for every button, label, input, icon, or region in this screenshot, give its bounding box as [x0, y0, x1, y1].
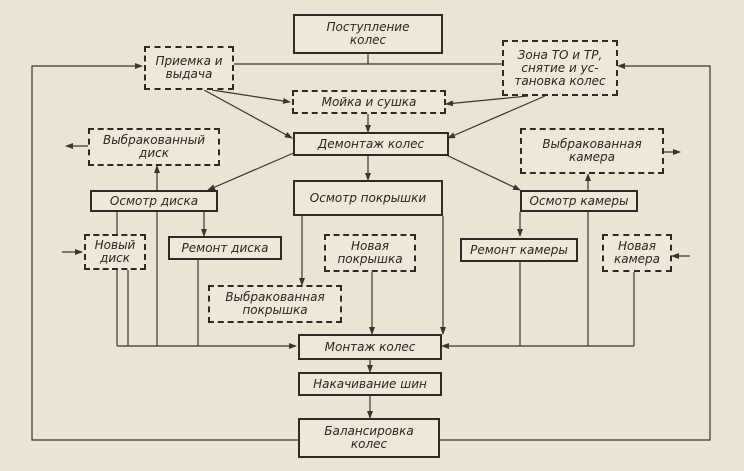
- box-inspect-tube: Осмотр камеры: [520, 190, 638, 212]
- box-inspect-disk: Осмотр диска: [90, 190, 218, 212]
- box-mount: Монтаж колес: [298, 334, 442, 360]
- box-balance: Балансировка колес: [298, 418, 440, 458]
- box-zone-to-tr: Зона ТО и ТР, снятие и ус- тановка колес: [502, 40, 618, 96]
- box-rejected-tire: Выбракованная покрышка: [208, 285, 342, 323]
- box-new-tire: Новая покрышка: [324, 234, 416, 272]
- box-new-disk: Новый диск: [84, 234, 146, 270]
- box-dismount: Демонтаж колес: [293, 132, 449, 156]
- connector-right-loop: [440, 63, 711, 441]
- box-repair-disk: Ремонт диска: [168, 236, 282, 260]
- connector-zone-to-dismount: [447, 95, 546, 139]
- box-inflate: Накачивание шин: [298, 372, 442, 396]
- connector-accept-to-dismount: [203, 89, 293, 139]
- box-inspect-tire: Осмотр покрышки: [293, 180, 443, 216]
- box-new-tube: Новая камера: [602, 234, 672, 272]
- connector-dismount-to-disk: [207, 151, 297, 191]
- box-rejected-tube: Выбракованная камера: [520, 128, 664, 174]
- box-wash-dry: Мойка и сушка: [292, 90, 446, 114]
- connector-accept-to-wash: [211, 89, 291, 104]
- connector-dismount-to-tube: [439, 151, 521, 191]
- connector-zone-to-wash: [445, 95, 529, 107]
- connector-left-loop: [31, 63, 298, 441]
- box-receipt: Поступление колес: [293, 14, 443, 54]
- box-rejected-disk: Выбракованный диск: [88, 128, 220, 166]
- box-accept-issue: Приемка и выдача: [144, 46, 234, 90]
- box-repair-tube: Ремонт камеры: [460, 238, 578, 262]
